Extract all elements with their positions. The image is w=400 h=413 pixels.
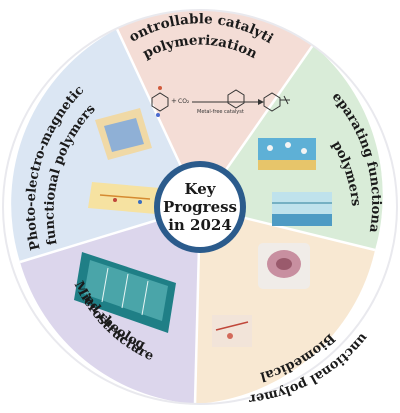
- center-line-3: in 2024: [168, 216, 232, 234]
- microstructure-illustration: [74, 252, 176, 333]
- segment-top: [117, 10, 313, 208]
- co2-label: CO₂: [178, 98, 190, 105]
- product-polymer-icon: [263, 92, 281, 112]
- biomedical-illustration: [212, 243, 310, 347]
- center-hub: [160, 167, 240, 247]
- center-line-2: Progress: [163, 198, 237, 216]
- segment-bottom-right: [195, 207, 375, 404]
- outer-ring: [2, 9, 398, 405]
- separation-membrane-illustration: [258, 138, 332, 226]
- plus-sign: +: [171, 97, 177, 105]
- center-line-1: Key: [185, 180, 217, 198]
- photo-electro-magnetic-illustration: [88, 108, 160, 214]
- epoxide-ring-icon: [151, 92, 169, 112]
- catalyst-label: Metal-free catalyst: [197, 109, 244, 115]
- amine-catalyst-icon: [227, 89, 245, 109]
- reaction-scheme: + CO₂ Metal-free catalyst: [151, 86, 290, 117]
